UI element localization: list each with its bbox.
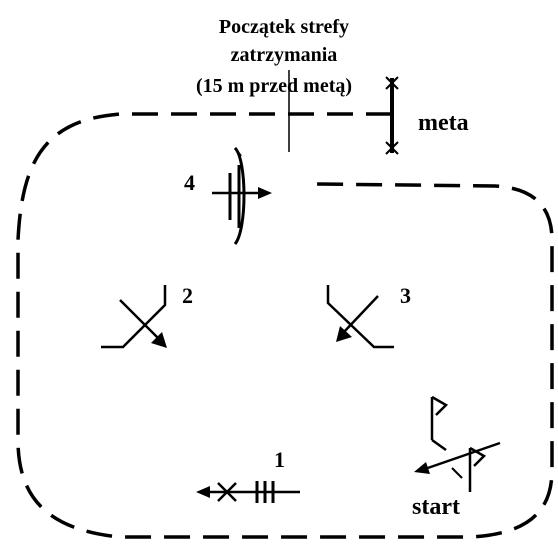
stop-zone-title-line-2: zatrzymania — [231, 44, 338, 66]
obstacle-1-bars — [196, 481, 300, 503]
obstacle-1-x-icon — [217, 482, 237, 502]
obstacle-2-crossing — [101, 285, 167, 349]
obstacle-4-arrow-icon — [258, 187, 272, 199]
course-boundary — [16, 112, 554, 539]
start-flag-top-icon — [430, 395, 449, 452]
finish-top-x-icon — [385, 76, 399, 90]
obstacle-1-label: 1 — [274, 447, 285, 472]
obstacle-2-label: 2 — [182, 283, 193, 308]
start-flag-bottom-icon — [468, 446, 487, 492]
obstacle-1-arrow-icon — [196, 486, 210, 498]
obstacle-4-gate — [212, 146, 272, 245]
finish-label: meta — [418, 110, 469, 136]
start-label: start — [412, 494, 460, 520]
obstacle-3-arrow-icon — [336, 326, 352, 342]
stop-zone-title-line-1: Początek strefy — [219, 16, 349, 38]
finish-line-marker — [385, 76, 399, 155]
obstacle-4-label: 4 — [184, 170, 195, 195]
obstacle-3-crossing — [326, 285, 394, 349]
start-marker — [414, 395, 501, 492]
start-line — [421, 441, 501, 472]
obstacle-2-arrow-icon — [151, 332, 167, 348]
finish-bottom-x-icon — [385, 141, 399, 155]
course-boundary-main — [16, 112, 554, 539]
start-arrow-icon — [414, 462, 430, 474]
stop-zone-title-line-3: (15 m przed metą) — [196, 75, 352, 97]
obstacle-3-label: 3 — [400, 283, 411, 308]
